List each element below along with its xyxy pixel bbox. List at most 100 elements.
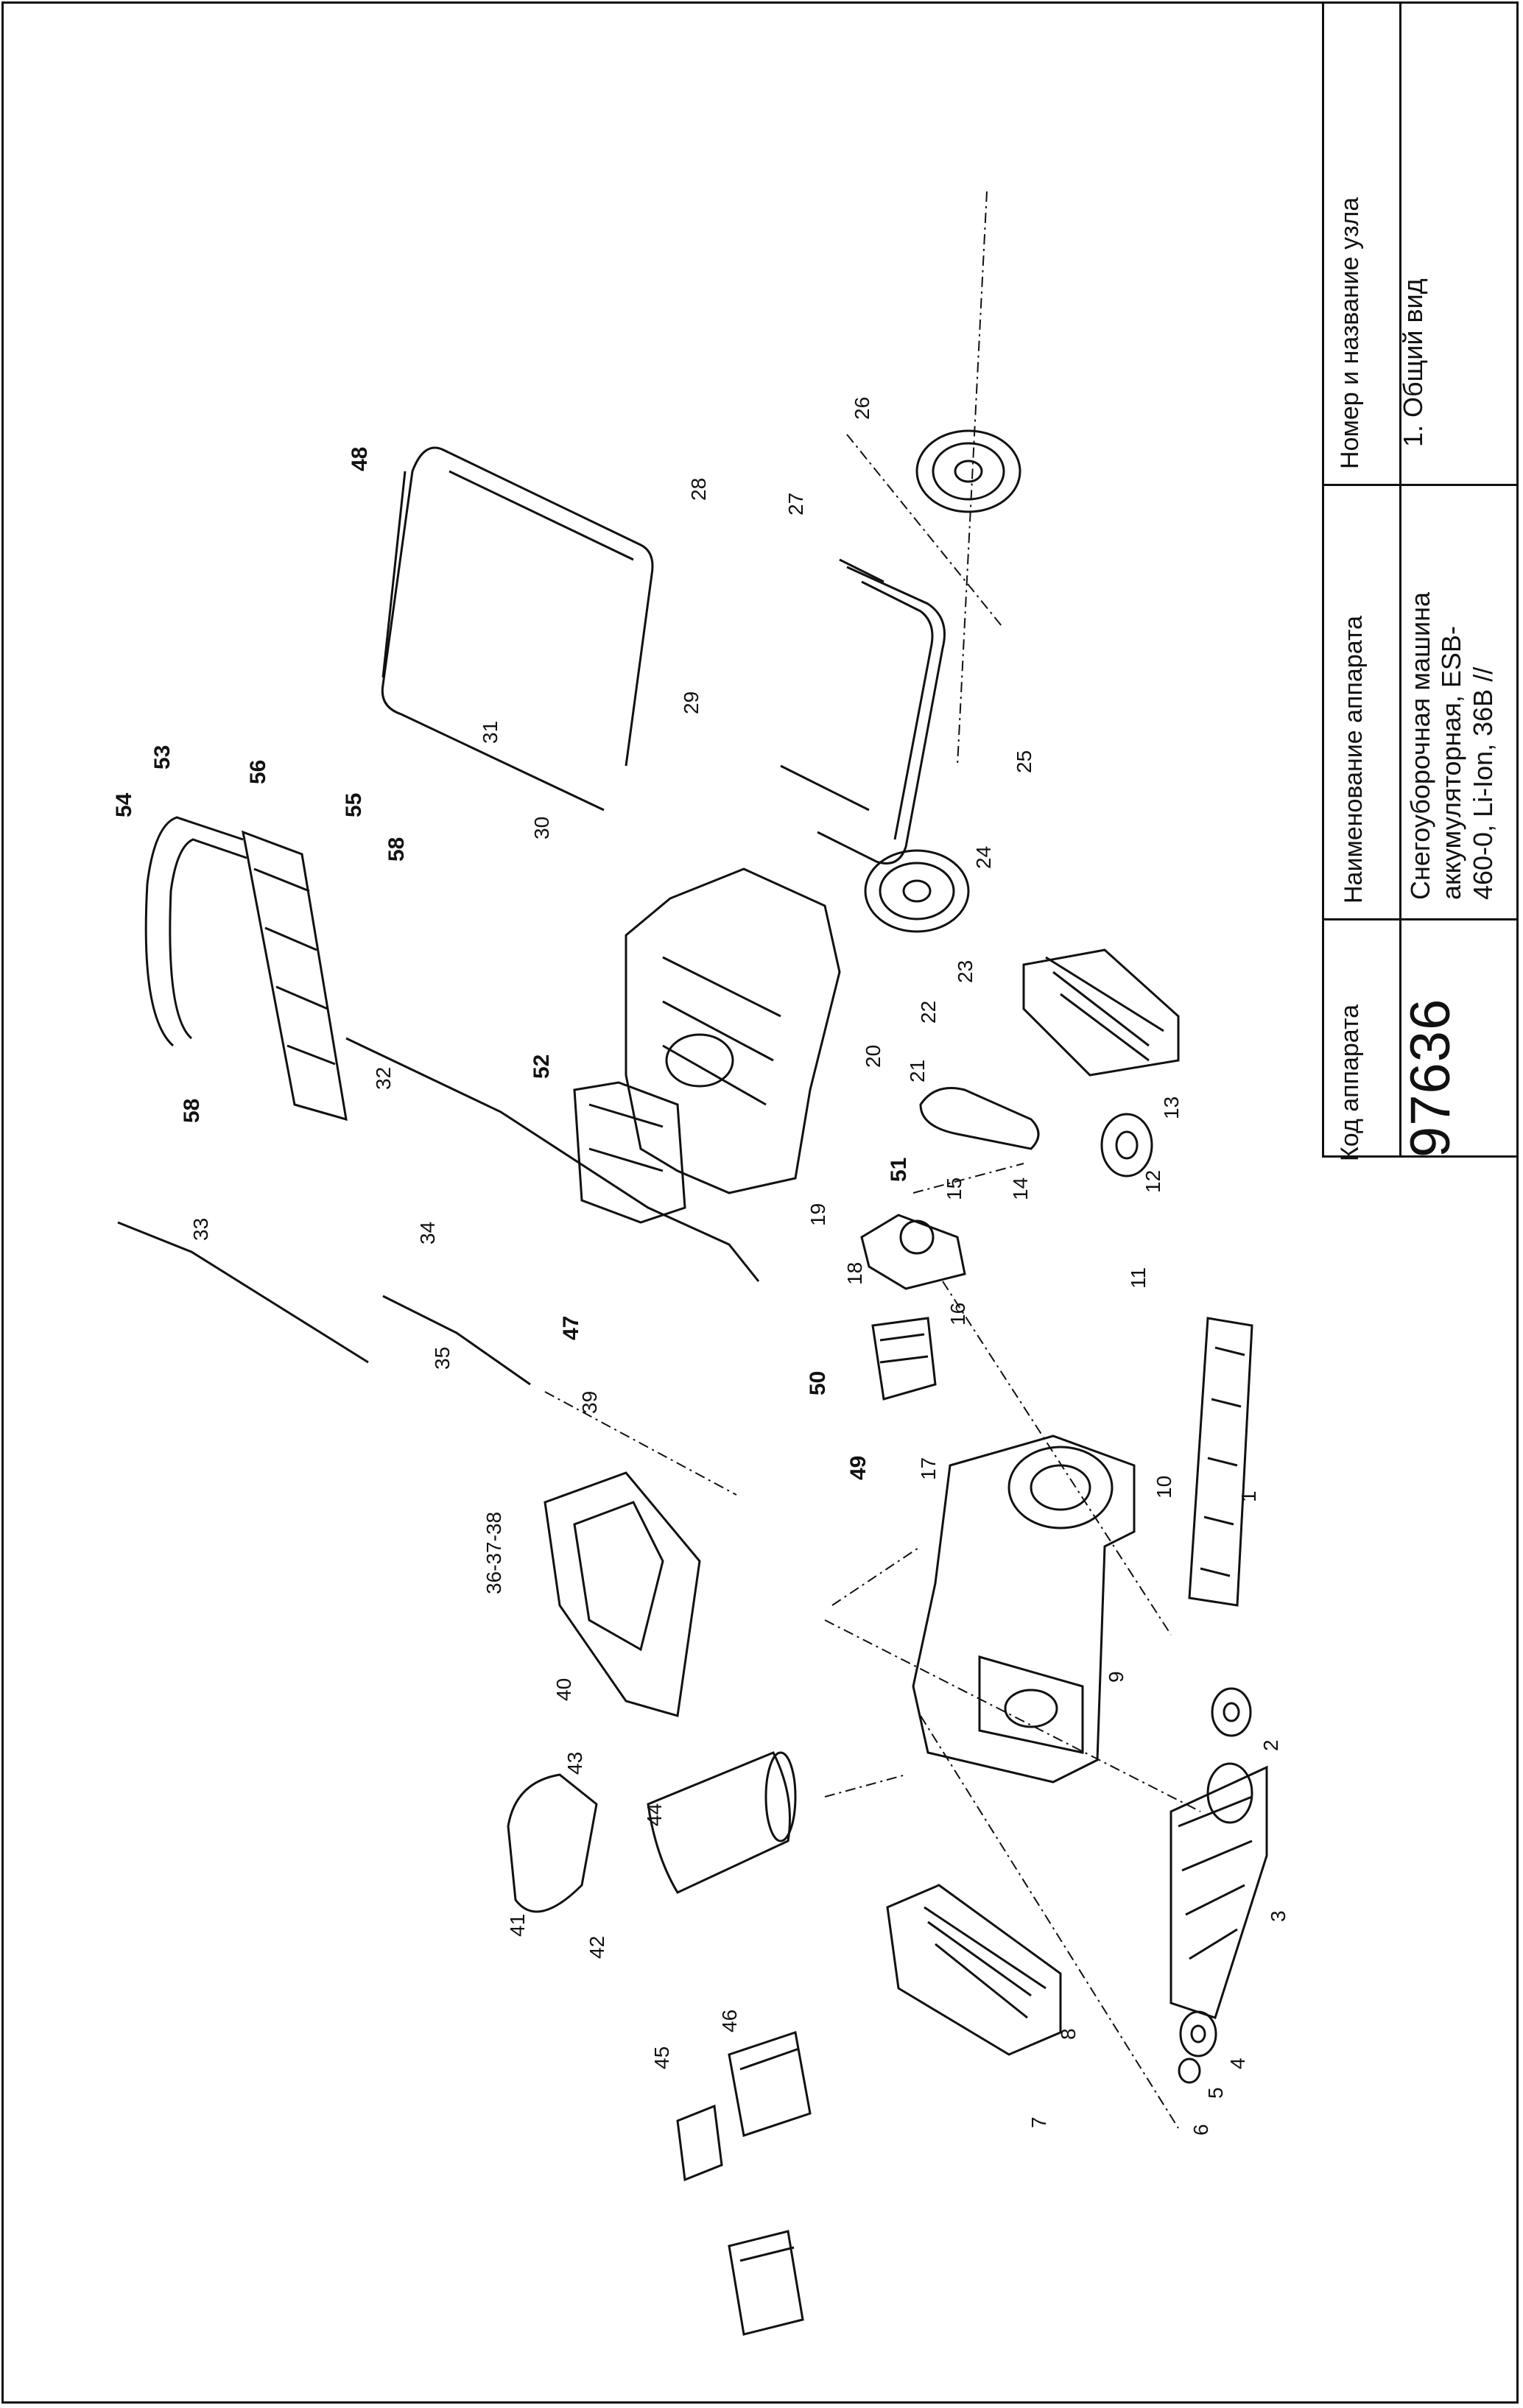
part-53-top-handle xyxy=(144,816,247,1047)
assembly-line xyxy=(544,1391,737,1496)
callout-3: 3 xyxy=(1267,1910,1290,1922)
name-header: Наименование аппарата xyxy=(1340,616,1368,904)
callout-26: 26 xyxy=(851,397,873,420)
part-55-control-panel xyxy=(242,830,348,1122)
part-40-chute-base xyxy=(544,1471,701,1717)
callout-2: 2 xyxy=(1259,1739,1282,1751)
callout-41: 41 xyxy=(506,1914,529,1937)
part-3-auger xyxy=(1169,1762,1268,2019)
callout-50: 50 xyxy=(806,1371,830,1395)
callout-25: 25 xyxy=(1013,750,1035,773)
callout-35: 35 xyxy=(431,1347,454,1370)
part-4-bearing-disc xyxy=(1179,2010,1217,2057)
part-24-lower-handle xyxy=(780,558,946,865)
part-8-side-cover xyxy=(886,1884,1062,2056)
part-2-bearing-disc xyxy=(1211,1687,1252,1737)
callout-19: 19 xyxy=(806,1203,829,1226)
callout-54: 54 xyxy=(112,792,136,817)
part-32-rod xyxy=(345,1037,760,1282)
part-46-battery xyxy=(728,2031,812,2137)
assembly-line xyxy=(912,1163,1024,1194)
callout-7: 7 xyxy=(1027,2116,1050,2128)
callout-13: 13 xyxy=(1160,1096,1183,1119)
callout-48: 48 xyxy=(348,447,372,471)
assembly-line xyxy=(824,1619,1201,1812)
part-9-main-housing xyxy=(912,1434,1136,1784)
part-31-upper-handle xyxy=(381,446,654,812)
callout-42: 42 xyxy=(585,1936,608,1959)
title-block: Номер и название узла 1. Общий вид Наиме… xyxy=(1322,1,1519,1161)
callout-21: 21 xyxy=(906,1060,929,1082)
callout-9: 9 xyxy=(1105,1671,1128,1683)
callout-14: 14 xyxy=(1009,1177,1032,1200)
callout-17: 17 xyxy=(917,1457,940,1480)
assembly-line xyxy=(920,1715,1179,2129)
callout-5: 5 xyxy=(1204,2087,1227,2099)
callout-24: 24 xyxy=(972,846,995,869)
assembly-line xyxy=(831,1546,921,1606)
part-52-battery-housing xyxy=(573,1081,686,1224)
callout-52: 52 xyxy=(530,1055,554,1079)
part-49-motor xyxy=(871,1317,937,1401)
spare-battery xyxy=(728,2230,804,2336)
part-5-washer xyxy=(1178,2057,1201,2084)
callout-39: 39 xyxy=(578,1391,601,1414)
part-44-chute xyxy=(647,1751,797,1894)
callout-49: 49 xyxy=(846,1456,870,1480)
callout-44: 44 xyxy=(643,1803,666,1826)
assembly-line xyxy=(846,434,1002,627)
part-14-belt xyxy=(919,1087,1040,1150)
part-45-charger xyxy=(676,2104,723,2182)
code-value: 97636 xyxy=(1399,998,1462,1158)
assembly-line xyxy=(942,1281,1172,1636)
node-header: Номер и название узла xyxy=(1336,197,1364,469)
callout-23: 23 xyxy=(954,960,977,983)
callout-28: 28 xyxy=(687,478,710,501)
callout-46: 46 xyxy=(718,2010,741,2032)
part-33-rod xyxy=(117,1221,369,1364)
callout-36-37-38: 36-37-38 xyxy=(482,1512,505,1594)
callout-43: 43 xyxy=(563,1752,586,1775)
callout-29: 29 xyxy=(680,691,703,714)
callout-45: 45 xyxy=(650,2046,673,2069)
callout-20: 20 xyxy=(862,1045,884,1068)
callout-58-top: 58 xyxy=(384,837,409,862)
callout-16: 16 xyxy=(946,1303,969,1326)
callout-34: 34 xyxy=(416,1222,439,1245)
callout-4: 4 xyxy=(1226,2057,1249,2069)
part-12-pulley xyxy=(1100,1113,1153,1177)
part-13-side-cover xyxy=(1022,948,1180,1077)
callout-47: 47 xyxy=(559,1316,583,1340)
part-41-deflector xyxy=(507,1773,598,1913)
callout-40: 40 xyxy=(552,1678,575,1701)
callout-12: 12 xyxy=(1142,1170,1164,1193)
part-35-rod xyxy=(382,1295,531,1386)
callout-31: 31 xyxy=(479,721,502,744)
assembly-line xyxy=(824,1774,907,1798)
part-23-wheel xyxy=(864,849,970,933)
callout-51: 51 xyxy=(887,1158,911,1182)
name-value: Снегоуборочная машина аккумуляторная, ES… xyxy=(1405,592,1498,900)
callout-30: 30 xyxy=(530,817,553,839)
callout-8: 8 xyxy=(1057,2028,1080,2040)
callout-6: 6 xyxy=(1189,2124,1212,2136)
callout-32: 32 xyxy=(372,1067,395,1090)
callout-11: 11 xyxy=(1127,1267,1150,1289)
callout-58-bottom: 58 xyxy=(180,1099,204,1123)
part-26-wheel xyxy=(915,429,1021,513)
callout-33: 33 xyxy=(189,1218,212,1241)
callout-18: 18 xyxy=(843,1262,866,1285)
part-19-deck-frame xyxy=(625,867,841,1194)
node-value: 1. Общий вид xyxy=(1398,278,1428,447)
callout-1: 1 xyxy=(1237,1490,1260,1502)
callout-22: 22 xyxy=(917,1001,940,1024)
callout-55: 55 xyxy=(342,793,366,817)
code-header: Код аппарата xyxy=(1336,1004,1364,1161)
callout-56: 56 xyxy=(246,760,270,784)
assembly-line xyxy=(957,191,988,767)
callout-27: 27 xyxy=(784,493,807,515)
callout-10: 10 xyxy=(1153,1476,1175,1499)
